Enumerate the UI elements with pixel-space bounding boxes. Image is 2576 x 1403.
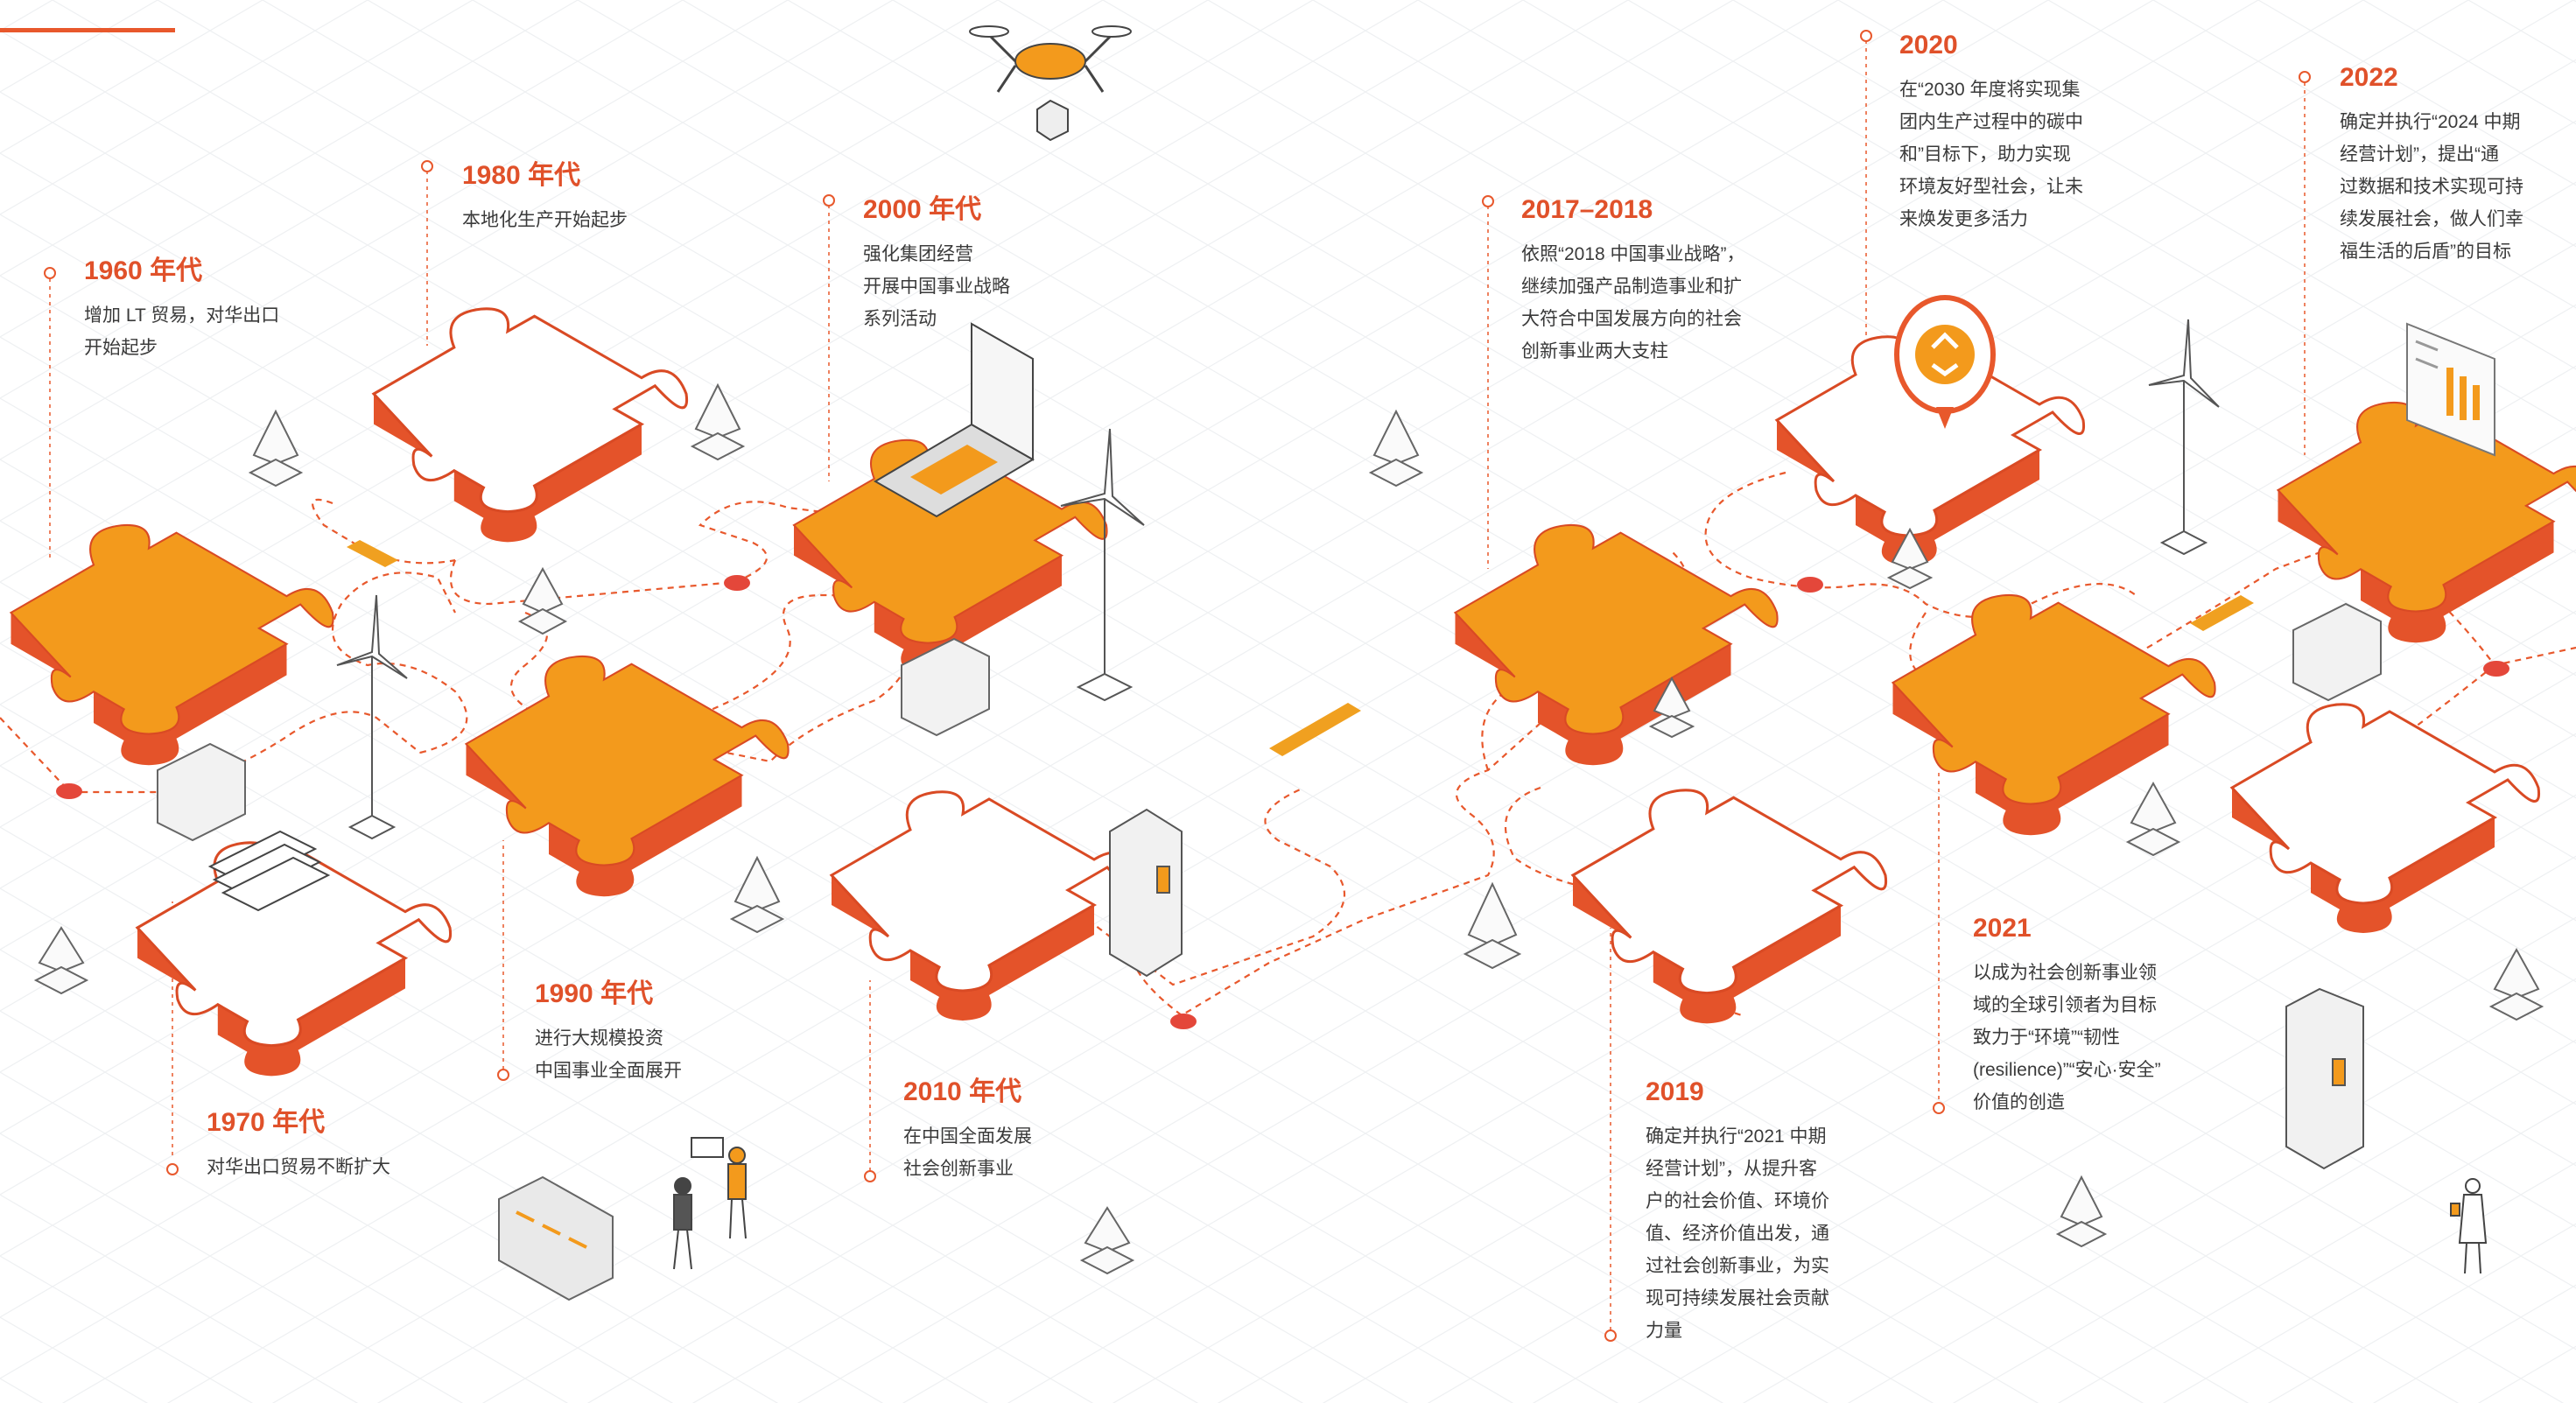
milestone-year: 1990 年代	[535, 979, 654, 1008]
building-icon	[1109, 808, 2364, 1170]
milestone-2000: 2000 年代 强化集团经营 开展中国事业战略 系列活动	[863, 194, 1231, 335]
milestone-description: 增加 LT 贸易，对华出口 开始起步	[84, 305, 280, 358]
chart-panel-icon	[2406, 322, 2495, 457]
milestone-1980: 1980 年代 本地化生产开始起步	[462, 160, 830, 236]
header-accent-line	[0, 28, 175, 32]
milestone-description: 在“2030 年度将实现集 团内生产过程中的碳中 和”目标下，助力实现 环境友好…	[1899, 80, 2083, 229]
milestone-year: 2017–2018	[1521, 195, 1653, 224]
milestone-2019: 2019 确定并执行“2021 中期 经营计划”，从提升客 户的社会价值、环境价…	[1646, 1077, 2013, 1347]
milestone-2010: 2010 年代 在中国全面发展 社会创新事业	[903, 1077, 1271, 1185]
milestone-2020: 2020 在“2030 年度将实现集 团内生产过程中的碳中 和”目标下，助力实现…	[1899, 30, 2267, 235]
milestone-description: 进行大规模投资 中国事业全面展开	[535, 1028, 682, 1081]
milestone-1970: 1970 年代 对华出口贸易不断扩大	[207, 1107, 574, 1183]
milestone-1960: 1960 年代 增加 LT 贸易，对华出口 开始起步	[84, 256, 452, 364]
route-markers	[56, 575, 2509, 1029]
milestone-2022: 2022 确定并执行“2024 中期 经营计划”，提出“通 过数据和技术实现可持…	[2340, 62, 2576, 268]
milestone-description: 对华出口贸易不断扩大	[207, 1157, 390, 1177]
leader-lines	[49, 40, 2306, 1330]
milestone-year: 2020	[1899, 31, 1958, 60]
milestone-year: 2022	[2340, 63, 2398, 92]
milestone-description: 本地化生产开始起步	[462, 210, 628, 230]
milestone-description: 在中国全面发展 社会创新事业	[903, 1126, 1032, 1179]
milestone-description: 确定并执行“2024 中期 经营计划”，提出“通 过数据和技术实现可持 续发展社…	[2340, 112, 2523, 262]
tree-icon	[33, 382, 2544, 1275]
solar-panel-icon	[157, 602, 2382, 842]
milestone-2017-2018: 2017–2018 依照“2018 中国事业战略”， 继续加强产品制造事业和扩 …	[1521, 194, 1889, 368]
person-icon	[2450, 1178, 2488, 1274]
milestone-year: 2000 年代	[863, 195, 982, 224]
milestone-year: 2019	[1646, 1077, 1704, 1106]
drone-icon	[969, 25, 1132, 142]
milestone-description: 强化集团经营 开展中国事业战略 系列活动	[863, 244, 1010, 329]
envelopes-icon	[207, 830, 331, 912]
milestone-year: 1960 年代	[84, 256, 203, 285]
leader-dots	[44, 30, 2311, 1342]
milestone-year: 2010 年代	[903, 1077, 1022, 1106]
boxes-icon	[498, 1175, 614, 1301]
milestone-description: 以成为社会创新事业领 域的全球引领者为目标 致力于“环境”“韧性 (resili…	[1973, 963, 2161, 1112]
recycle-pin-icon	[1894, 295, 1996, 429]
milestone-year: 1970 年代	[207, 1108, 326, 1137]
people-icon	[673, 1137, 747, 1270]
milestone-description: 确定并执行“2021 中期 经营计划”，从提升客 户的社会价值、环境价 值、经济…	[1646, 1126, 1829, 1341]
route-bars	[347, 540, 2254, 756]
laptop-icon	[874, 322, 1035, 518]
milestone-year: 1980 年代	[462, 161, 581, 190]
wind-turbine-icon	[336, 319, 2220, 840]
milestone-year: 2021	[1973, 914, 2032, 943]
milestone-description: 依照“2018 中国事业战略”， 继续加强产品制造事业和扩 大符合中国发展方向的…	[1521, 244, 1745, 361]
milestone-2021: 2021 以成为社会创新事业领 域的全球引领者为目标 致力于“环境”“韧性 (r…	[1973, 913, 2341, 1119]
milestone-1990: 1990 年代 进行大规模投资 中国事业全面展开	[535, 979, 902, 1087]
